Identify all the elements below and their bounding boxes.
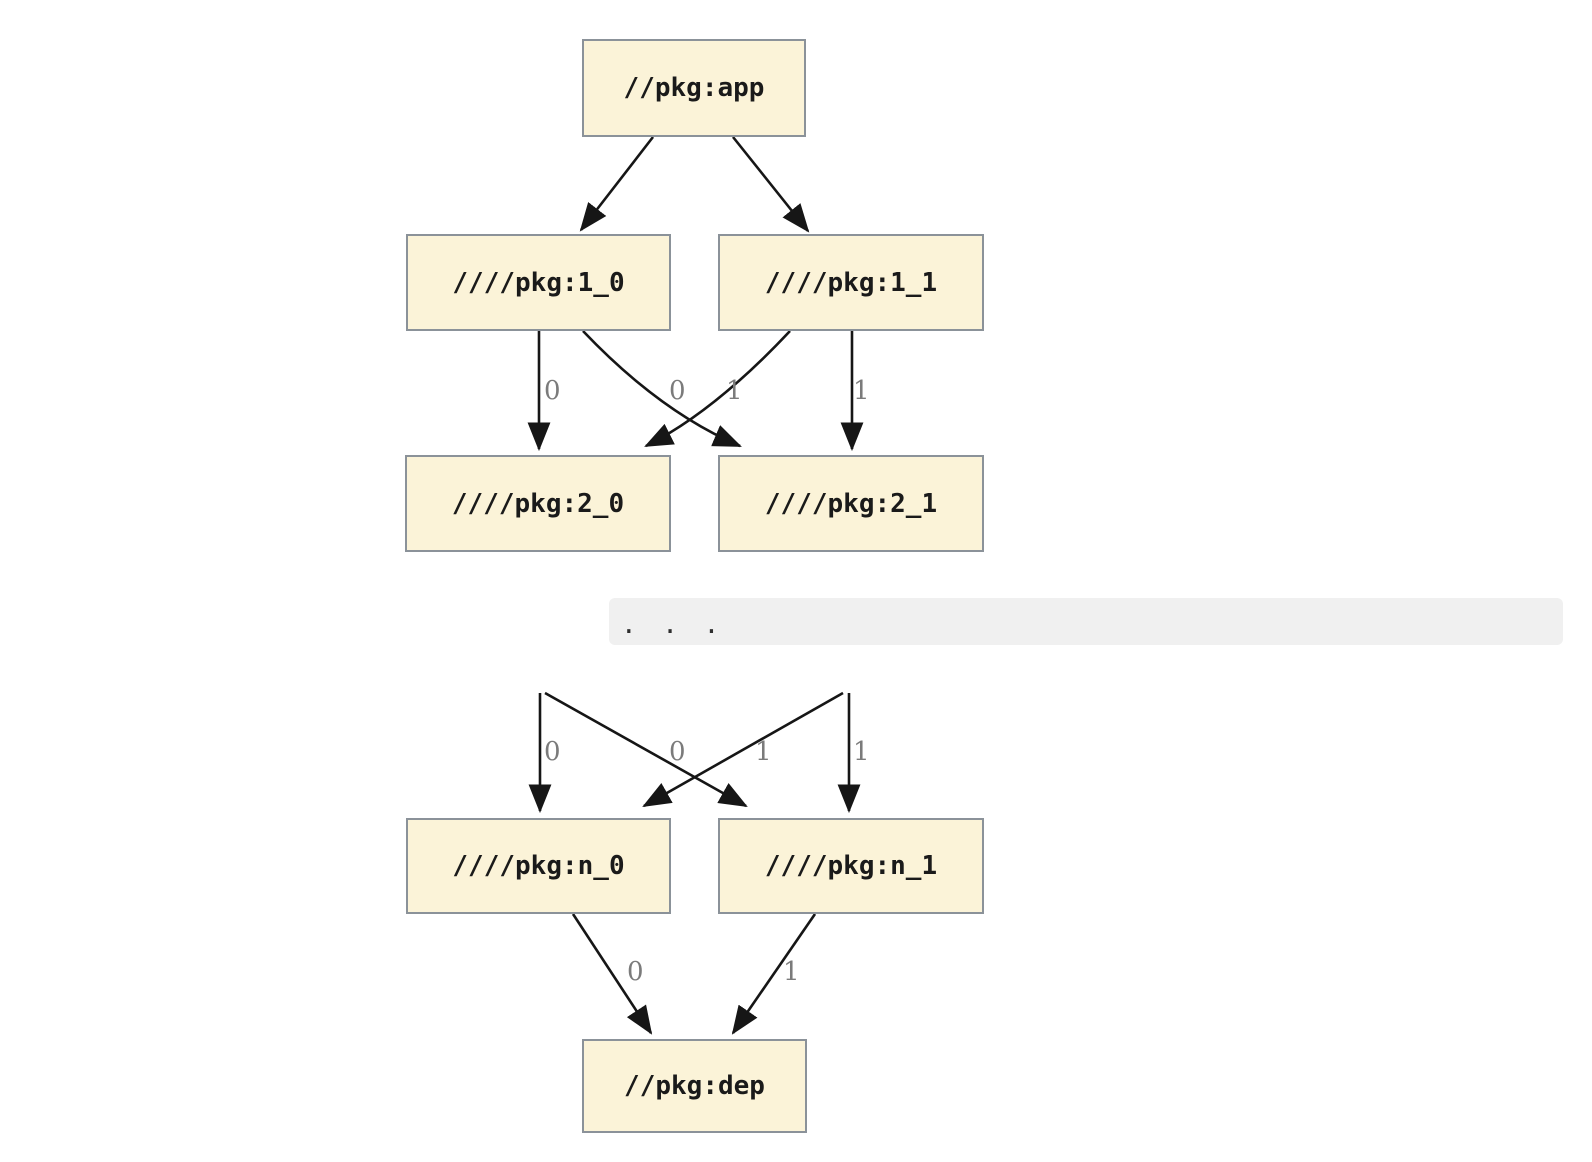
node-pkg-2_0: ////pkg:2_0	[405, 455, 671, 552]
edge-n_1-to-dep	[731, 913, 817, 1035]
node-pkg-dep: //pkg:dep	[582, 1039, 807, 1133]
node-pkg-1_1: ////pkg:1_1	[718, 234, 984, 331]
edge-label-ellipsis-to-n_0: 0	[544, 737, 561, 767]
node-pkg-2_1-label: ////pkg:2_1	[764, 488, 938, 519]
edge-label-ellipsis-cross-to-n_1: 1	[755, 737, 772, 767]
edge-1_1-to-2_0	[644, 330, 791, 448]
ellipsis-dots: . . .	[621, 610, 725, 640]
edge-ellipsis-cross-to-n_1	[544, 691, 748, 808]
node-pkg-1_0-label: ////pkg:1_0	[452, 267, 625, 298]
edge-1_0-to-2_1	[582, 330, 742, 448]
edge-label-1_0-to-2_0: 0	[544, 376, 561, 406]
edge-app-to-1_1	[731, 136, 810, 233]
node-pkg-1_0: ////pkg:1_0	[406, 234, 671, 331]
edge-label-n_0-to-dep: 0	[627, 957, 644, 987]
node-pkg-n_0: ////pkg:n_0	[406, 818, 671, 914]
node-pkg-n_1-label: ////pkg:n_1	[764, 851, 938, 881]
edge-label-1_1-to-2_0: 0	[669, 376, 686, 406]
node-pkg-2_0-label: ////pkg:2_0	[451, 488, 625, 519]
edge-label-ellipsis-to-n_1: 1	[853, 737, 870, 767]
edge-label-ellipsis-cross-to-n_0: 0	[669, 737, 686, 767]
node-pkg-2_1: ////pkg:2_1	[718, 455, 984, 552]
edge-label-1_0-to-2_1: 1	[726, 376, 743, 406]
node-pkg-app: //pkg:app	[582, 39, 806, 137]
node-pkg-n_0-label: ////pkg:n_0	[452, 851, 625, 881]
edge-app-to-1_0	[579, 136, 655, 232]
edge-label-1_1-to-2_1: 1	[853, 376, 870, 406]
node-pkg-1_1-label: ////pkg:1_1	[764, 267, 938, 298]
node-pkg-n_1: ////pkg:n_1	[718, 818, 984, 914]
node-pkg-app-label: //pkg:app	[623, 73, 765, 103]
node-pkg-dep-label: //pkg:dep	[624, 1071, 765, 1101]
edge-label-n_1-to-dep: 1	[783, 957, 800, 987]
ellipsis-band: . . .	[609, 598, 1563, 645]
